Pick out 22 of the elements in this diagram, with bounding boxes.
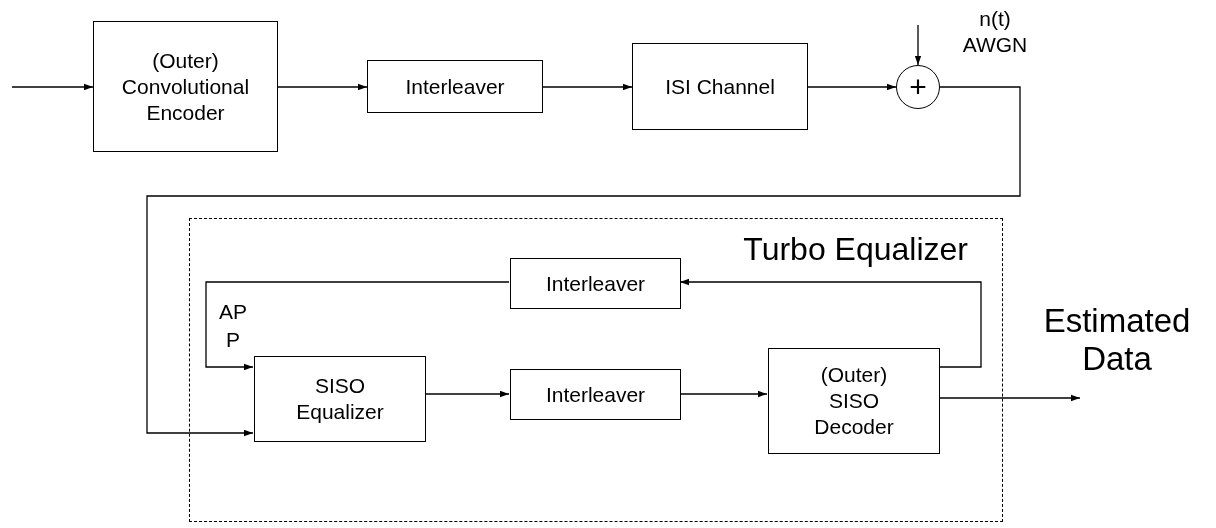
process-box: (Outer) Convolutional Encoder bbox=[93, 21, 278, 152]
arrow bbox=[679, 278, 982, 368]
process-box: Interleaver bbox=[510, 258, 681, 309]
process-box: SISO Equalizer bbox=[254, 356, 426, 442]
output-label: Estimated Data bbox=[1042, 302, 1192, 378]
process-box: ISI Channel bbox=[632, 43, 808, 130]
arrow bbox=[914, 24, 922, 66]
arrow bbox=[277, 83, 368, 91]
arrow bbox=[146, 86, 1021, 437]
group-title: Turbo Equalizer bbox=[743, 233, 968, 265]
arrow bbox=[807, 83, 897, 91]
noise-label: n(t) AWGN bbox=[961, 6, 1029, 58]
arrow bbox=[679, 390, 768, 398]
process-box: (Outer) SISO Decoder bbox=[768, 348, 940, 454]
process-box: Interleaver bbox=[510, 369, 681, 420]
arrow bbox=[938, 394, 1081, 402]
process-box: Interleaver bbox=[367, 60, 543, 113]
arrow bbox=[542, 83, 633, 91]
arrow bbox=[424, 390, 510, 398]
arrow bbox=[11, 83, 94, 91]
arrow bbox=[205, 281, 510, 371]
dashed-group-box bbox=[189, 218, 1003, 522]
